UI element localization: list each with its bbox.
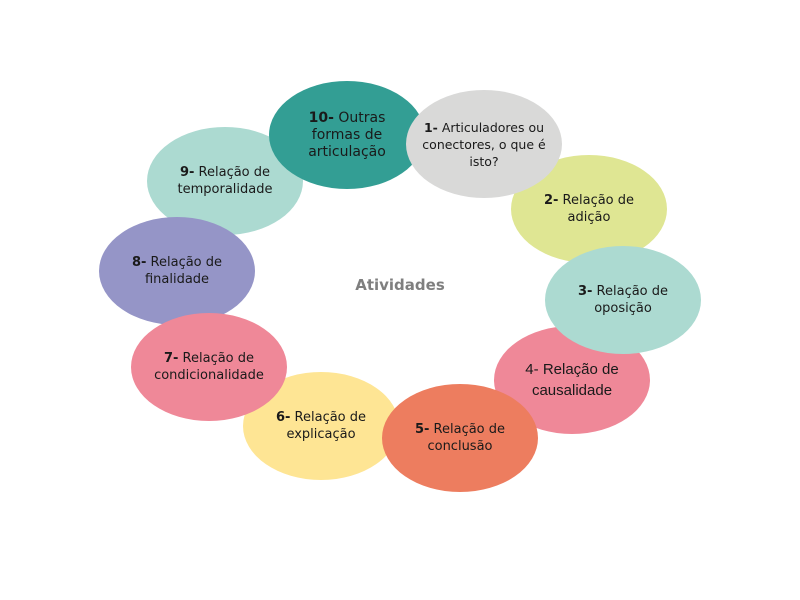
node-3: 3- Relação de oposição [545,246,701,354]
node-8: 8- Relação de finalidade [99,217,255,325]
node-number: 7- [163,351,179,366]
node-text: Articuladores ou conectores, o que é ist… [422,119,546,169]
node-1: 1- Articuladores ou conectores, o que é … [406,90,562,198]
node-number: 5- [414,422,430,437]
node-text: Relação de finalidade [144,255,223,287]
node-text: Relação de adição [562,193,635,225]
node-7: 7- Relação de condicionalidade [131,313,287,421]
node-number: 10- [308,109,334,126]
node-number: 6- [275,410,291,425]
node-number: 4- [525,361,539,378]
node-number: 9- [179,165,195,180]
node-text: Relação de temporalidade [177,165,273,197]
center-label: Atividades [355,276,445,294]
node-text: Relação de oposição [594,284,669,316]
node-text: Relação de explicação [286,410,367,442]
node-5: 5- Relação de conclusão [382,384,538,492]
node-text: Relação de condicionalidade [154,351,264,383]
node-10: 10- Outras formas de articulação [269,81,425,189]
node-text: Relação de causalidade [531,361,619,399]
node-number: 3- [577,284,593,299]
node-text: Outras formas de articulação [308,109,386,160]
node-text: Relação de conclusão [427,422,506,454]
node-number: 1- [423,119,438,135]
node-number: 2- [543,193,559,208]
node-number: 8- [131,255,147,270]
